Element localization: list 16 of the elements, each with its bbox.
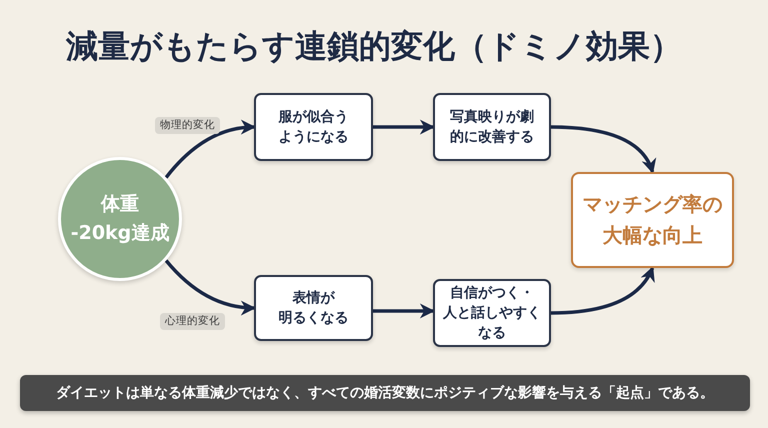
arrow — [373, 303, 435, 318]
outcome-box: マッチング率の大幅な向上 — [571, 172, 734, 268]
arrow — [373, 120, 435, 134]
step-box: 服が似合うようになる — [254, 93, 373, 161]
arrow — [550, 266, 654, 315]
edge-label: 物理的変化 — [155, 117, 220, 134]
arrow — [550, 125, 656, 174]
summary-banner: ダイエットは単なる体重減少ではなく、すべての婚活変数にポジティブな影響を与える「起点」である。 — [20, 375, 750, 411]
edge-label: 心理的変化 — [160, 313, 225, 330]
title: 減量がもたらす連鎖的変化（ドミノ効果） — [66, 26, 682, 66]
step-box: 写真映りが劇的に改善する — [433, 93, 551, 161]
step-box: 自信がつく・人と話しやすくなる — [433, 279, 551, 347]
arrow — [164, 120, 256, 179]
arrow — [164, 259, 256, 315]
step-box: 表情が明るくなる — [254, 275, 373, 341]
start-circle: 体重-20kg達成 — [58, 157, 182, 281]
